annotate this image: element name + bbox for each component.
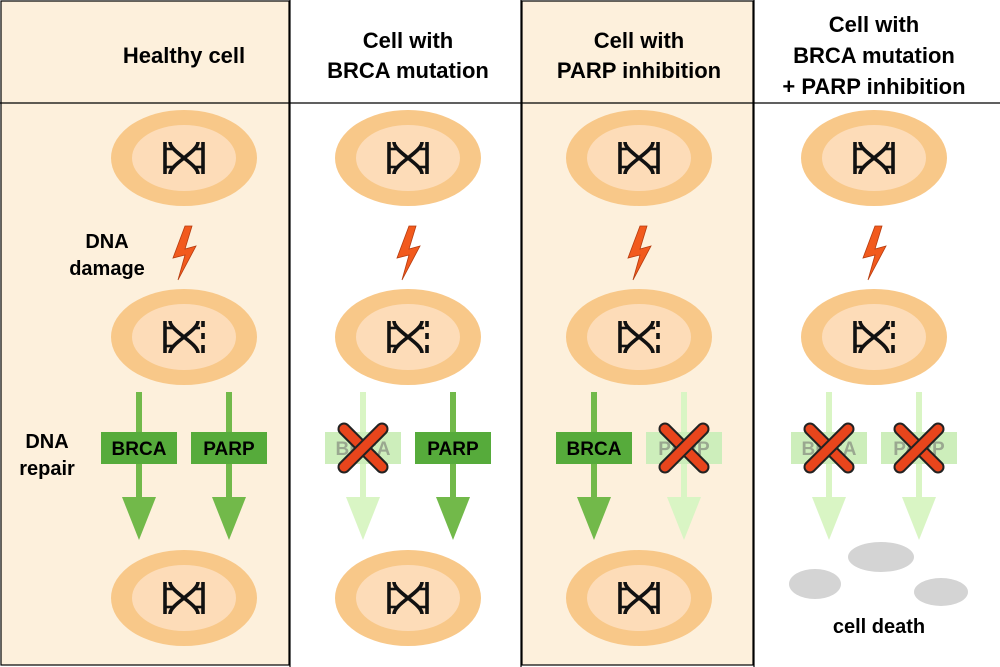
lightning-bolt-icon (862, 225, 887, 281)
pathway-arrow-head (346, 497, 380, 540)
parp-box (191, 432, 267, 464)
cell-debris (789, 569, 841, 599)
brca-box (101, 432, 177, 464)
blocked-parp-pathway: PARP (646, 392, 722, 540)
pathway-arrow-head (667, 497, 701, 540)
column-title-line: Cell with (363, 28, 453, 53)
cell (801, 110, 947, 206)
pathway-arrow-head (812, 497, 846, 540)
damaged-cell (801, 289, 947, 385)
column-contents: BRCAPARPBRCAPARPBRCAPARPBRCAPARP (101, 110, 957, 646)
brca-label: BRCA (112, 439, 167, 460)
cell-debris (914, 578, 968, 606)
cell (111, 110, 257, 206)
blocked-brca-pathway: BRCA (325, 392, 401, 540)
column-title-line: Cell with (829, 12, 919, 37)
parp-label: PARP (427, 439, 479, 460)
damaged-cell (335, 289, 481, 385)
column-title-line: PARP inhibition (557, 58, 721, 83)
cell-death-label: cell death (833, 616, 925, 638)
brca-box (556, 432, 632, 464)
dna-damage-label: DNA damage (69, 231, 145, 280)
cell (566, 110, 712, 206)
column-title-line: BRCA mutation (793, 43, 955, 68)
column-1: BRCA PARP (101, 110, 267, 646)
cell (335, 110, 481, 206)
dna-damage-label-line2: damage (69, 258, 145, 280)
column-title-line: + PARP inhibition (782, 74, 965, 99)
dna-repair-label: DNA repair (19, 431, 75, 480)
column-3: BRCA PARP (556, 110, 722, 646)
active-brca-pathway: BRCA (101, 392, 177, 540)
column-title-line: Healthy cell (123, 43, 245, 68)
dna-repair-label-line1: DNA (25, 431, 68, 453)
dna-damage-label-line1: DNA (85, 231, 128, 253)
lightning-bolt-icon (396, 225, 421, 281)
cell (111, 550, 257, 646)
column-title-line: BRCA mutation (327, 58, 489, 83)
brca-label: BRCA (567, 439, 622, 460)
pathway-arrow-head (122, 497, 156, 540)
active-brca-pathway: BRCA (556, 392, 632, 540)
pathway-arrow-head (902, 497, 936, 540)
active-parp-pathway: PARP (191, 392, 267, 540)
cell (566, 550, 712, 646)
cell-death-outcome: cell death (789, 542, 968, 638)
cell-debris (848, 542, 914, 572)
column-2: BRCA PARP (325, 110, 491, 646)
blocked-parp-pathway: PARP (881, 392, 957, 540)
cross-mark-icon (337, 422, 389, 474)
cell (335, 550, 481, 646)
dna-repair-label-line2: repair (19, 458, 75, 480)
cross-mark-icon (803, 422, 855, 474)
pathway-arrow-head (577, 497, 611, 540)
pathway-arrow-head (436, 497, 470, 540)
pathway-arrow-head (212, 497, 246, 540)
active-parp-pathway: PARP (415, 392, 491, 540)
cross-mark-icon (658, 422, 710, 474)
parp-label: PARP (203, 439, 255, 460)
damaged-cell (111, 289, 257, 385)
parp-box (415, 432, 491, 464)
column-title-line: Cell with (594, 28, 684, 53)
blocked-brca-pathway: BRCA (791, 392, 867, 540)
damaged-cell (566, 289, 712, 385)
cross-mark-icon (893, 422, 945, 474)
